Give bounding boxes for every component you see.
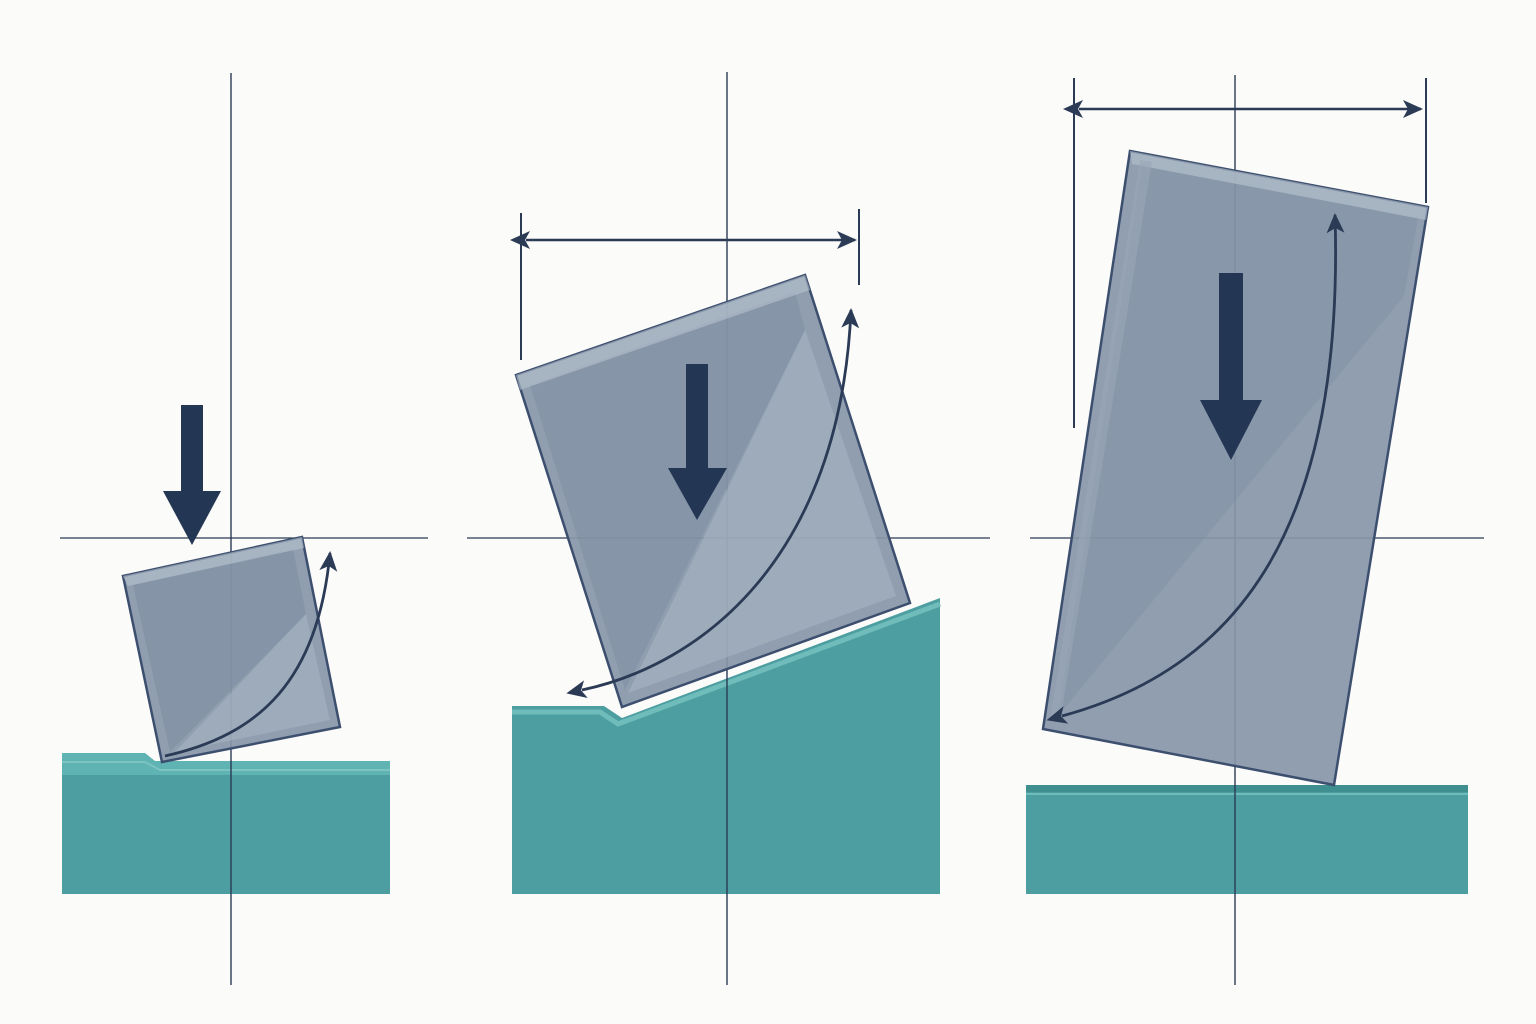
flat-ground <box>62 753 390 894</box>
tall-tilted-block <box>1041 149 1430 787</box>
down-arrow-icon <box>163 405 221 545</box>
panel-square-block-on-slope <box>467 72 990 985</box>
curved-arrow-icon <box>164 551 338 758</box>
curved-double-arrow-icon <box>1046 213 1345 724</box>
flat-ground <box>1026 785 1468 894</box>
panel-tall-block-on-flat-ground <box>1026 75 1484 985</box>
curved-double-arrow-icon <box>566 308 860 698</box>
panel-small-block-on-flat-ground <box>60 73 428 985</box>
small-tilted-block <box>121 535 342 764</box>
double-headed-arrow-icon <box>510 209 860 360</box>
